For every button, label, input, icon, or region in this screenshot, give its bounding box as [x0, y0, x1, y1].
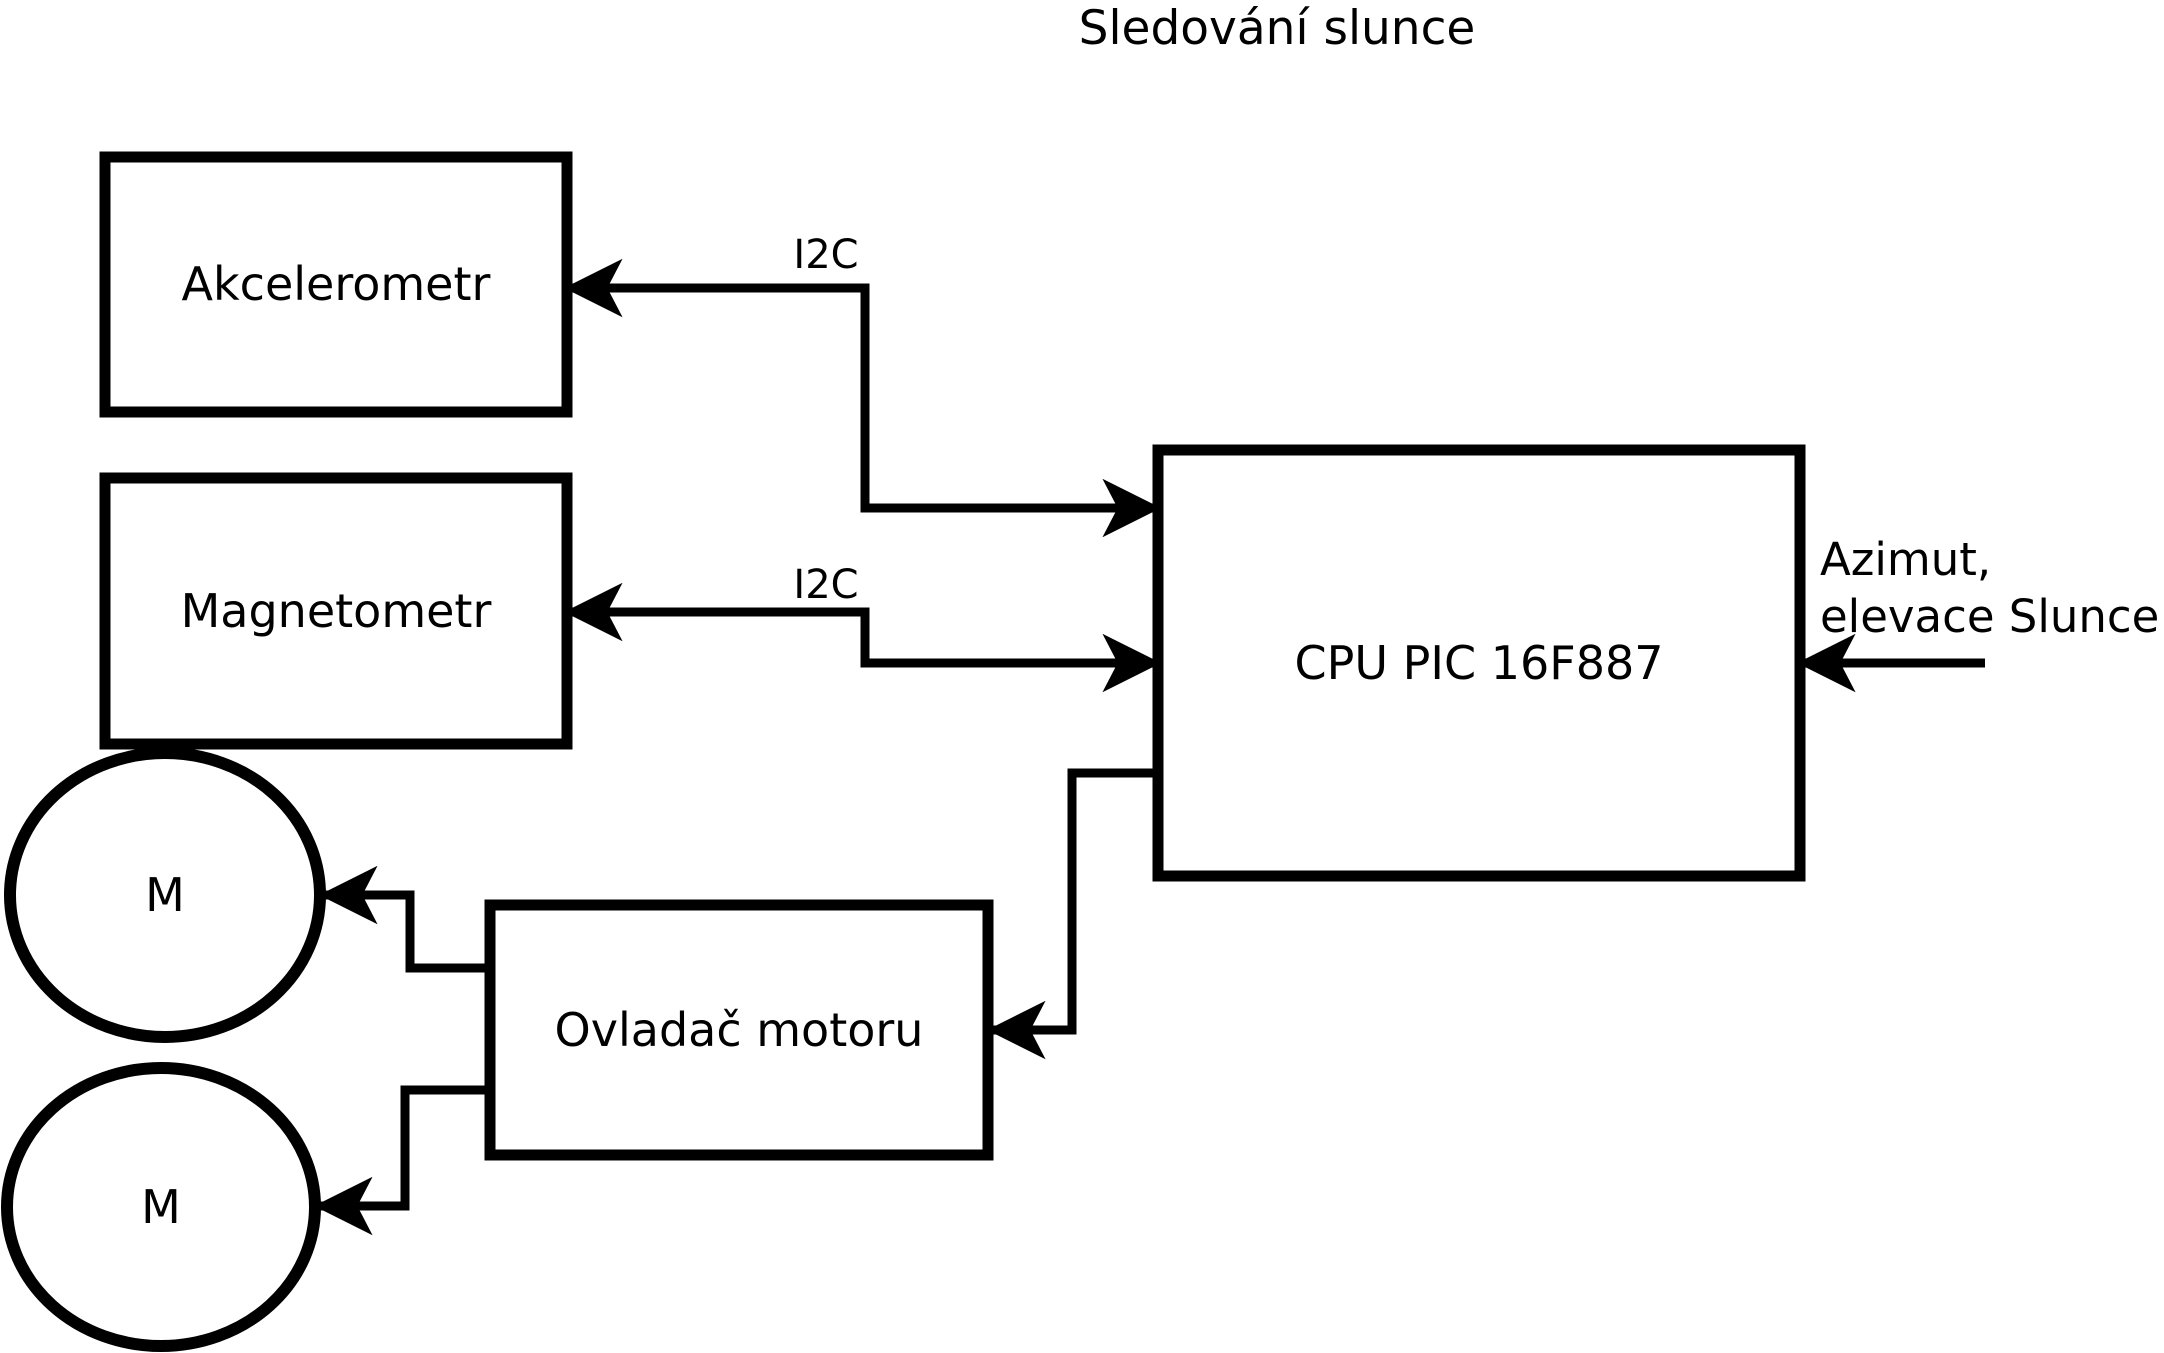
node-motor-1: M [4, 747, 326, 1043]
node-akcelerometr: Akcelerometr [99, 151, 573, 418]
ovladac-motoru-box [484, 899, 994, 1161]
edge-ovladac-to-motor2 [314, 1085, 490, 1236]
magnetometr-box [99, 472, 573, 750]
edge-label-i2c-magnetometr: I2C [793, 562, 858, 608]
node-cpu: CPU PIC 16F887 [1152, 444, 1806, 882]
edge-cpu-akcelerometr-i2c [564, 258, 1161, 538]
motor1-circle [4, 747, 326, 1043]
edge-ovladac-to-motor1 [319, 865, 490, 973]
edge-label-azimut-line1: Azimut, [1820, 533, 1991, 586]
cpu-box [1152, 444, 1806, 882]
diagram-title: Sledování slunce [1079, 1, 1476, 56]
motor2-label: M [141, 1180, 181, 1234]
edges: I2C I2C Azimut, elevace Slunce [314, 232, 2159, 1236]
edge-cpu-magnetometr-i2c [564, 582, 1161, 693]
edge-cpu-to-ovladac [987, 768, 1158, 1060]
nodes: Akcelerometr Magnetometr CPU PIC 16F887 … [1, 151, 1806, 1352]
edge-label-azimut-line2: elevace Slunce [1820, 590, 2159, 643]
motor2-circle [1, 1062, 321, 1352]
node-magnetometr: Magnetometr [99, 472, 573, 750]
akcelerometr-label: Akcelerometr [182, 257, 491, 311]
motor1-label: M [145, 868, 185, 922]
edge-label-i2c-akcelerometr: I2C [793, 232, 858, 278]
node-ovladac-motoru: Ovladač motoru [484, 899, 994, 1161]
ovladac-motoru-label: Ovladač motoru [555, 1003, 924, 1057]
magnetometr-label: Magnetometr [181, 584, 492, 638]
node-motor-2: M [1, 1062, 321, 1352]
akcelerometr-box [99, 151, 573, 418]
cpu-label: CPU PIC 16F887 [1295, 636, 1664, 690]
